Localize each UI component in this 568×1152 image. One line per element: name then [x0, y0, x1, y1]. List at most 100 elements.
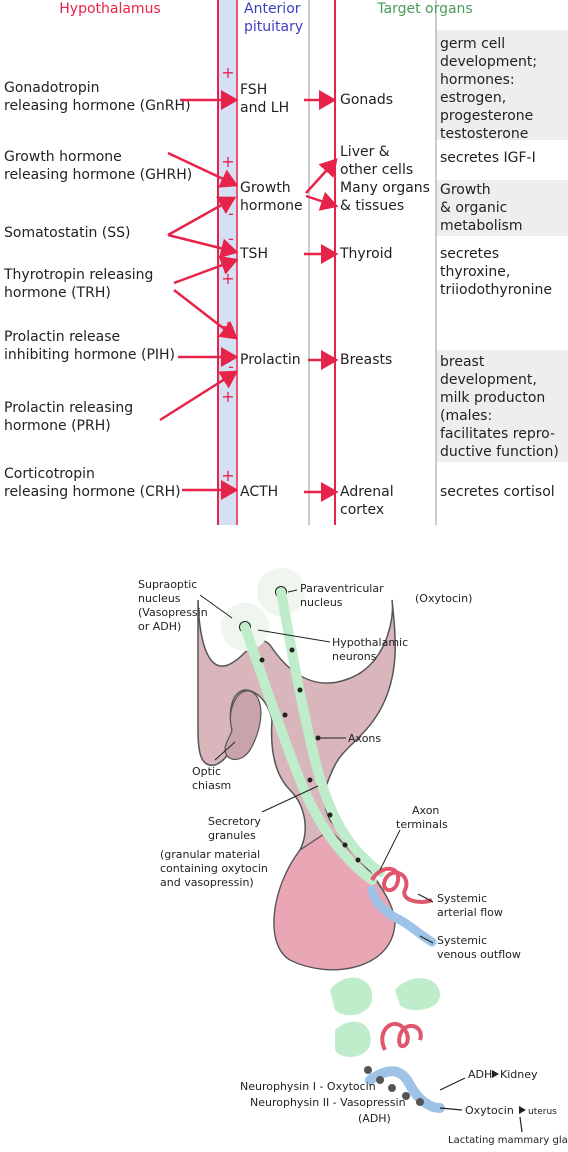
hormone-ghrh-1: Growth hormone	[4, 149, 122, 165]
pituitary-acth: ACTH	[240, 484, 278, 500]
effect-growth-1: Growth	[440, 182, 491, 198]
sign-plus-prh: +	[221, 387, 234, 406]
hormone-ss: Somatostatin (SS)	[4, 225, 131, 241]
sign-minus-ss-gh: -	[228, 204, 234, 223]
leader-supraoptic	[199, 594, 233, 619]
arrow-lactating	[519, 1116, 523, 1133]
label-venous-2: venous outflow	[437, 948, 521, 961]
sign-minus-ss-tsh: -	[228, 229, 234, 248]
effect-growth-2: & organic	[440, 200, 507, 216]
header-hypothalamus: Hypothalamus	[59, 1, 160, 17]
pituitary-tsh: TSH	[239, 246, 268, 262]
effect-gonads-6: testosterone	[440, 126, 528, 142]
label-optic-2: chiasm	[192, 779, 231, 792]
label-supraoptic-1: Supraoptic	[138, 578, 197, 591]
granule	[282, 712, 288, 718]
effect-growth-3: metabolism	[440, 218, 522, 234]
effect-thyroid-3: triiodothyronine	[440, 282, 552, 298]
inset-granule	[388, 1084, 396, 1092]
effect-breast-5: facilitates repro-	[440, 426, 555, 442]
arrow-trh-prl	[173, 289, 238, 340]
inset-granule	[416, 1098, 424, 1106]
arrow-gh-organs	[305, 191, 339, 211]
inset-vein	[365, 1066, 445, 1113]
label-neurophysin-2: Neurophysin II - Vasopressin	[250, 1096, 406, 1109]
hormone-prh-2: hormone (PRH)	[4, 418, 111, 434]
granule	[289, 647, 295, 653]
label-supraoptic-4: or ADH)	[138, 620, 181, 633]
effect-cortisol: secretes cortisol	[440, 484, 555, 500]
label-uterus: uterus	[528, 1107, 557, 1117]
posterior-pituitary-diagram: Supraoptic nucleus (Vasopressin or ADH) …	[138, 568, 568, 1146]
effect-breast-1: breast	[440, 354, 485, 370]
effect-thyroid-1: secretes	[440, 246, 499, 262]
leader-neurons	[257, 629, 331, 643]
label-paraventricular-2: nucleus	[300, 596, 343, 609]
target-many-organs-2: & tissues	[340, 198, 404, 214]
label-granules-5: and vasopressin)	[160, 876, 254, 889]
target-liver-2: other cells	[340, 162, 413, 178]
label-axon-terminals-1: Axon	[412, 804, 439, 817]
label-supraoptic-2: nucleus	[138, 592, 181, 605]
label-arterial-2: arterial flow	[437, 906, 503, 919]
granule	[327, 812, 333, 818]
granule	[297, 687, 303, 693]
sign-plus-ghrh: +	[221, 152, 234, 171]
label-granules-1: Secretory	[208, 815, 261, 828]
pituitary-fsh-lh-1: FSH	[240, 82, 267, 98]
pituitary-gh-1: Growth	[240, 180, 291, 196]
sign-minus-pih: -	[228, 357, 234, 376]
label-neurons-1: Hypothalamic	[332, 636, 408, 649]
arrow-ss-tsh	[167, 233, 239, 259]
label-adh: ADH	[468, 1068, 492, 1081]
hormone-trh-2: hormone (TRH)	[4, 285, 111, 301]
hormone-ghrh-2: releasing hormone (GHRH)	[4, 167, 192, 183]
effect-gonads-2: development;	[440, 54, 537, 70]
effect-gonads-1: germ cell	[440, 36, 505, 52]
arrow-prh	[159, 370, 239, 422]
label-lactating: Lactating mammary gland	[448, 1135, 568, 1146]
arrow-oxytocin-uterus	[439, 1107, 463, 1111]
arrow-ghrh	[167, 151, 239, 188]
label-granules-4: containing oxytocin	[160, 862, 268, 875]
label-paraventricular-1: Paraventricular	[300, 582, 384, 595]
inset-artery	[380, 1022, 423, 1051]
sign-plus-trh-prl: +	[221, 317, 234, 336]
effect-breast-2: development,	[440, 372, 537, 388]
hormone-pih-1: Prolactin release	[4, 329, 120, 345]
hormone-prh-1: Prolactin releasing	[4, 400, 133, 416]
target-adrenal-2: cortex	[340, 502, 384, 518]
leader-optic	[214, 741, 236, 761]
leader-axon-terminals	[379, 829, 401, 871]
inset-granule	[376, 1076, 384, 1084]
effect-gonads-3: hormones:	[440, 72, 515, 88]
target-breasts: Breasts	[340, 352, 392, 368]
leader-paraventricular	[287, 589, 298, 593]
arrow-trh-tsh	[173, 255, 239, 285]
axon-tract-1	[240, 622, 377, 885]
granule	[307, 777, 313, 783]
granule	[259, 657, 265, 663]
sign-plus-trh: +	[221, 269, 234, 288]
effect-gonads-4: estrogen,	[440, 90, 506, 106]
granule	[355, 857, 361, 863]
label-oxytocin: Oxytocin	[465, 1104, 514, 1117]
target-many-organs-1: Many organs	[340, 180, 430, 196]
pituitary-gh-2: hormone	[240, 198, 303, 214]
leader-arterial	[417, 893, 434, 903]
leader-granules	[261, 785, 319, 813]
vein-path	[367, 885, 437, 947]
target-adrenal-1: Adrenal	[340, 484, 394, 500]
label-granules-3: (granular material	[160, 848, 260, 861]
arrow-gh-liver	[305, 158, 338, 194]
label-supraoptic-3: (Vasopressin	[138, 606, 208, 619]
arrow-adh-kidney	[439, 1077, 466, 1091]
arrow-ss-gh	[167, 196, 237, 237]
effect-breast-6: ductive function)	[440, 444, 559, 460]
effect-gonads-5: progesterone	[440, 108, 533, 124]
label-axons: Axons	[348, 732, 381, 745]
row-shade-gonads	[436, 30, 568, 140]
artery-coil	[370, 866, 433, 904]
effect-breast-3: milk producton	[440, 390, 545, 406]
arrowhead-uterus-icon	[519, 1106, 526, 1114]
